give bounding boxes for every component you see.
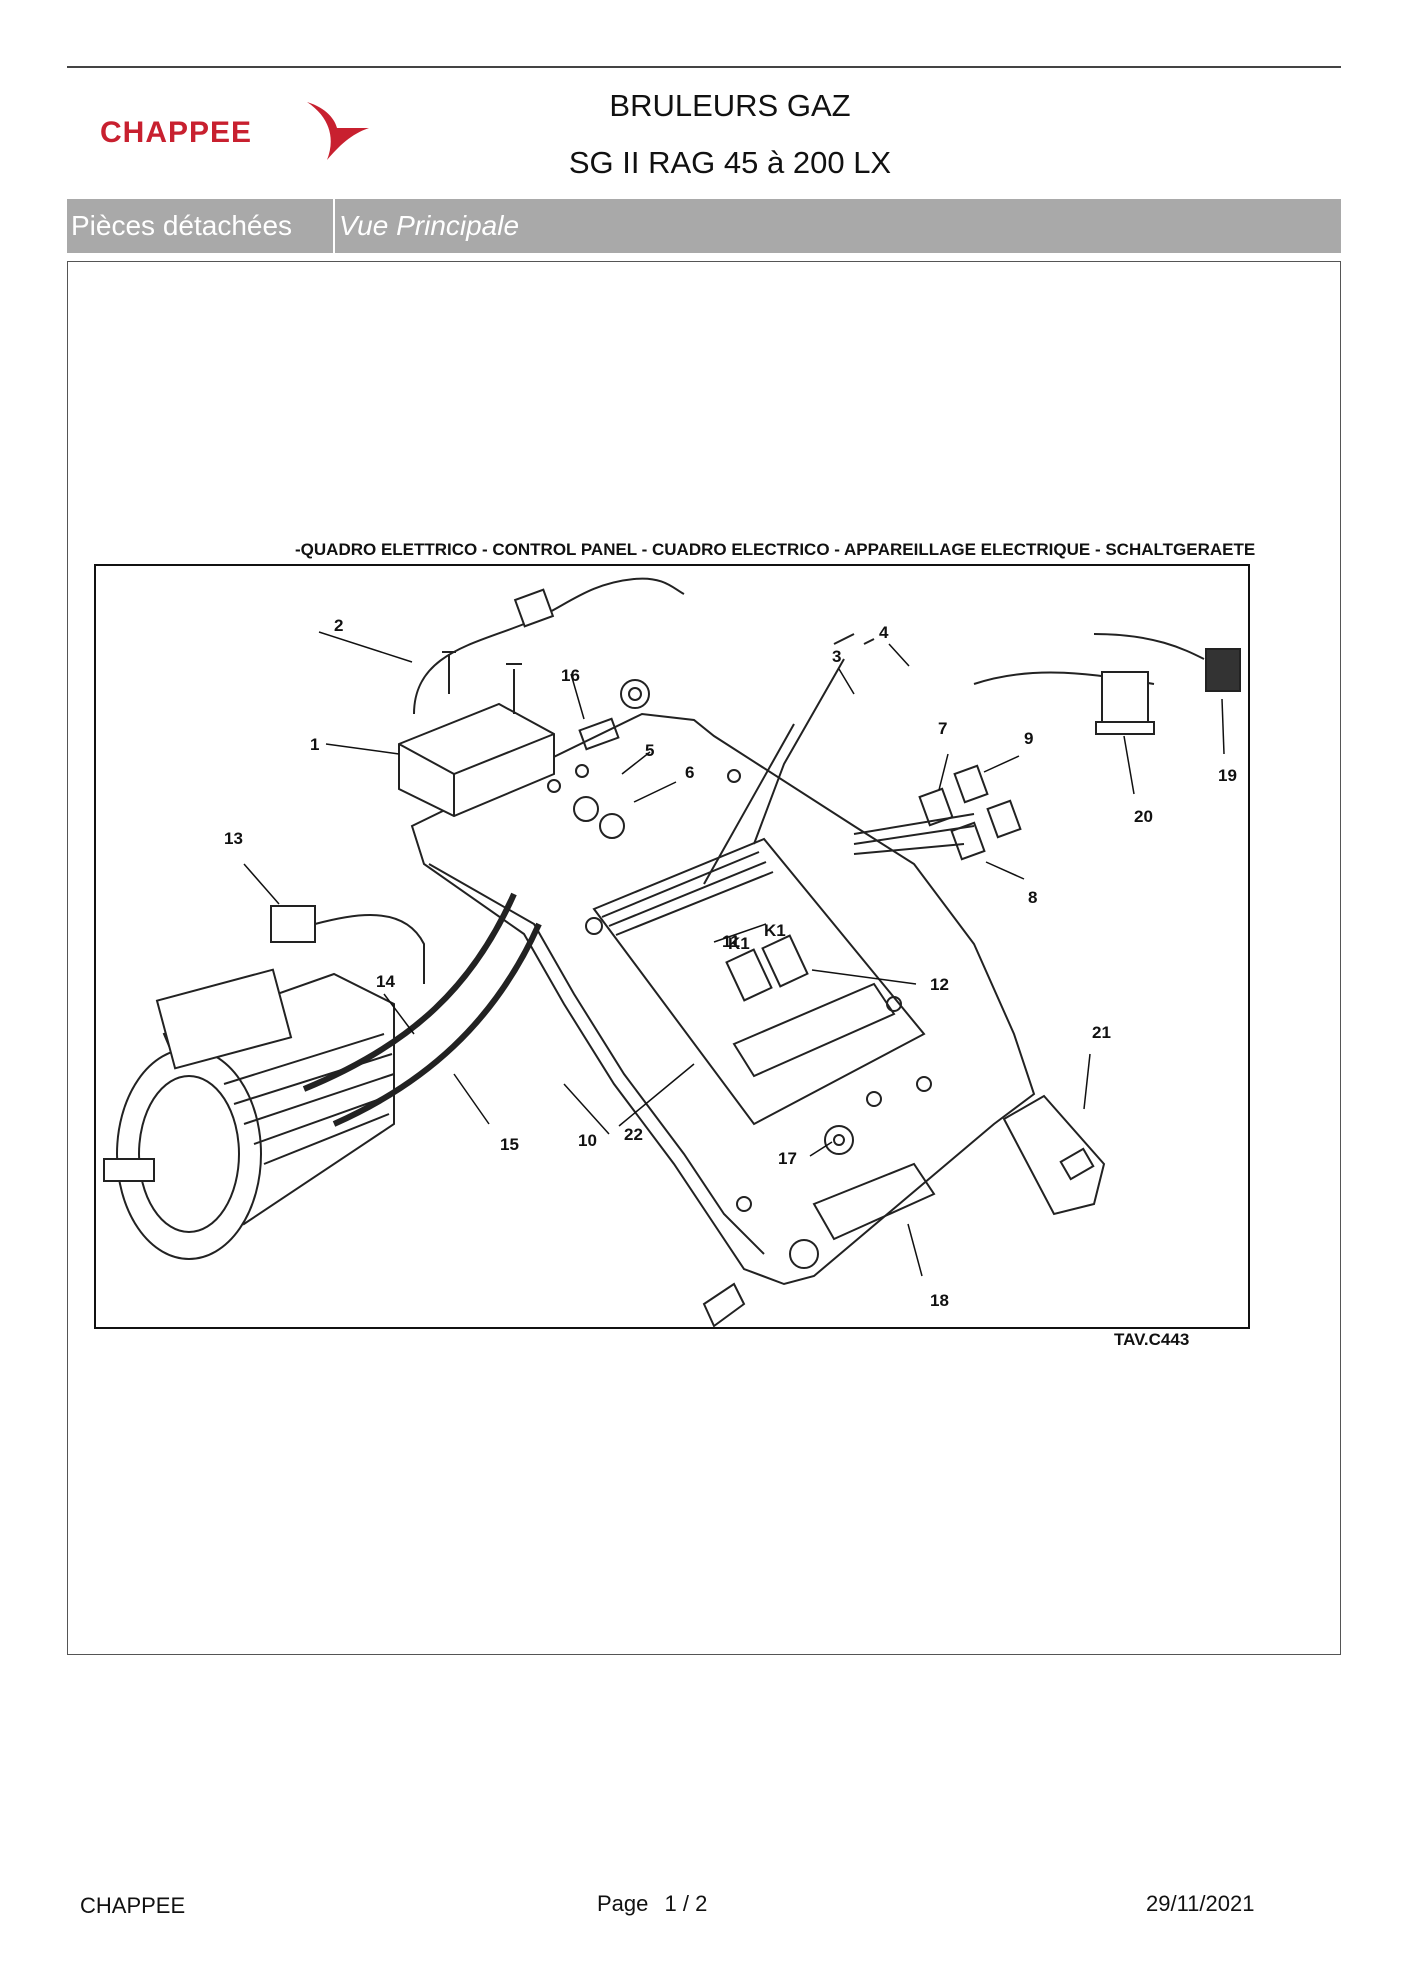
callout-7: 7 [938, 719, 947, 738]
logo-wing-icon [307, 102, 369, 160]
connector-20 [1101, 671, 1149, 723]
page-label: Page [597, 1891, 649, 1916]
relay-label-2: K1 [764, 921, 786, 940]
callout-21: 21 [1092, 1023, 1111, 1042]
circuit-board [592, 837, 926, 1126]
callout-8: 8 [1028, 888, 1037, 907]
footer-pagination: Page 1 / 2 [597, 1891, 707, 1917]
footer-date: 29/11/2021 [1146, 1891, 1255, 1916]
callout-13: 13 [224, 829, 243, 848]
content-frame [67, 261, 1341, 1655]
logo-text: CHAPPEE [100, 116, 253, 149]
page-current: 1 [664, 1891, 677, 1916]
callout-10: 10 [578, 1131, 597, 1150]
callout-14: 14 [376, 972, 395, 991]
callout-19: 19 [1218, 766, 1237, 785]
callout-9: 9 [1024, 729, 1033, 748]
callout-11: 11 [722, 932, 740, 951]
callout-12: 12 [930, 975, 949, 994]
ignition-transformer [398, 702, 555, 818]
top-rule [67, 66, 1341, 68]
callout-4: 4 [879, 623, 889, 642]
relay-k2 [761, 934, 809, 988]
footer-company: CHAPPEE [80, 1893, 186, 1918]
callout-16: 16 [561, 666, 580, 685]
relay-k1 [725, 948, 773, 1002]
drawing-reference: TAV.C443 [1114, 1330, 1190, 1349]
callout-5: 5 [645, 741, 654, 760]
connector-21 [1002, 1094, 1106, 1216]
gland [702, 1282, 746, 1328]
callout-2: 2 [334, 616, 343, 635]
callout-3: 3 [832, 647, 841, 666]
plug-13 [270, 905, 316, 943]
callout-1: 1 [310, 735, 319, 754]
diagram-border [94, 564, 1250, 1329]
page-separator: / [682, 1891, 690, 1916]
view-label: Vue Principale [339, 210, 520, 241]
section-bar: Pièces détachées Vue Principale [67, 199, 1341, 253]
diagram-caption: -QUADRO ELETTRICO - CONTROL PANEL - CUAD… [295, 540, 1256, 559]
document-subtitle: SG II RAG 45 à 200 LX [568, 145, 892, 180]
section-label: Pièces détachées [71, 210, 293, 241]
callout-15: 15 [500, 1135, 519, 1154]
callout-20: 20 [1134, 807, 1153, 826]
callout-22: 22 [624, 1125, 643, 1144]
connector-19 [1205, 648, 1241, 692]
exploded-parts-diagram: K1 K1 1 2 3 4 5 6 7 8 9 10 11 12 13 14 1… [94, 564, 1250, 1329]
mounting-plate [410, 712, 1036, 1286]
callout-18: 18 [930, 1291, 949, 1310]
relay-label-1: K1 [728, 934, 750, 953]
bracket-18 [812, 1162, 936, 1241]
document-title: BRULEURS GAZ [609, 88, 851, 123]
chappee-logo: CHAPPEE [100, 100, 370, 170]
section-separator [333, 199, 335, 253]
callout-17: 17 [778, 1149, 797, 1168]
page-total: 2 [695, 1891, 708, 1916]
callout-6: 6 [685, 763, 694, 782]
